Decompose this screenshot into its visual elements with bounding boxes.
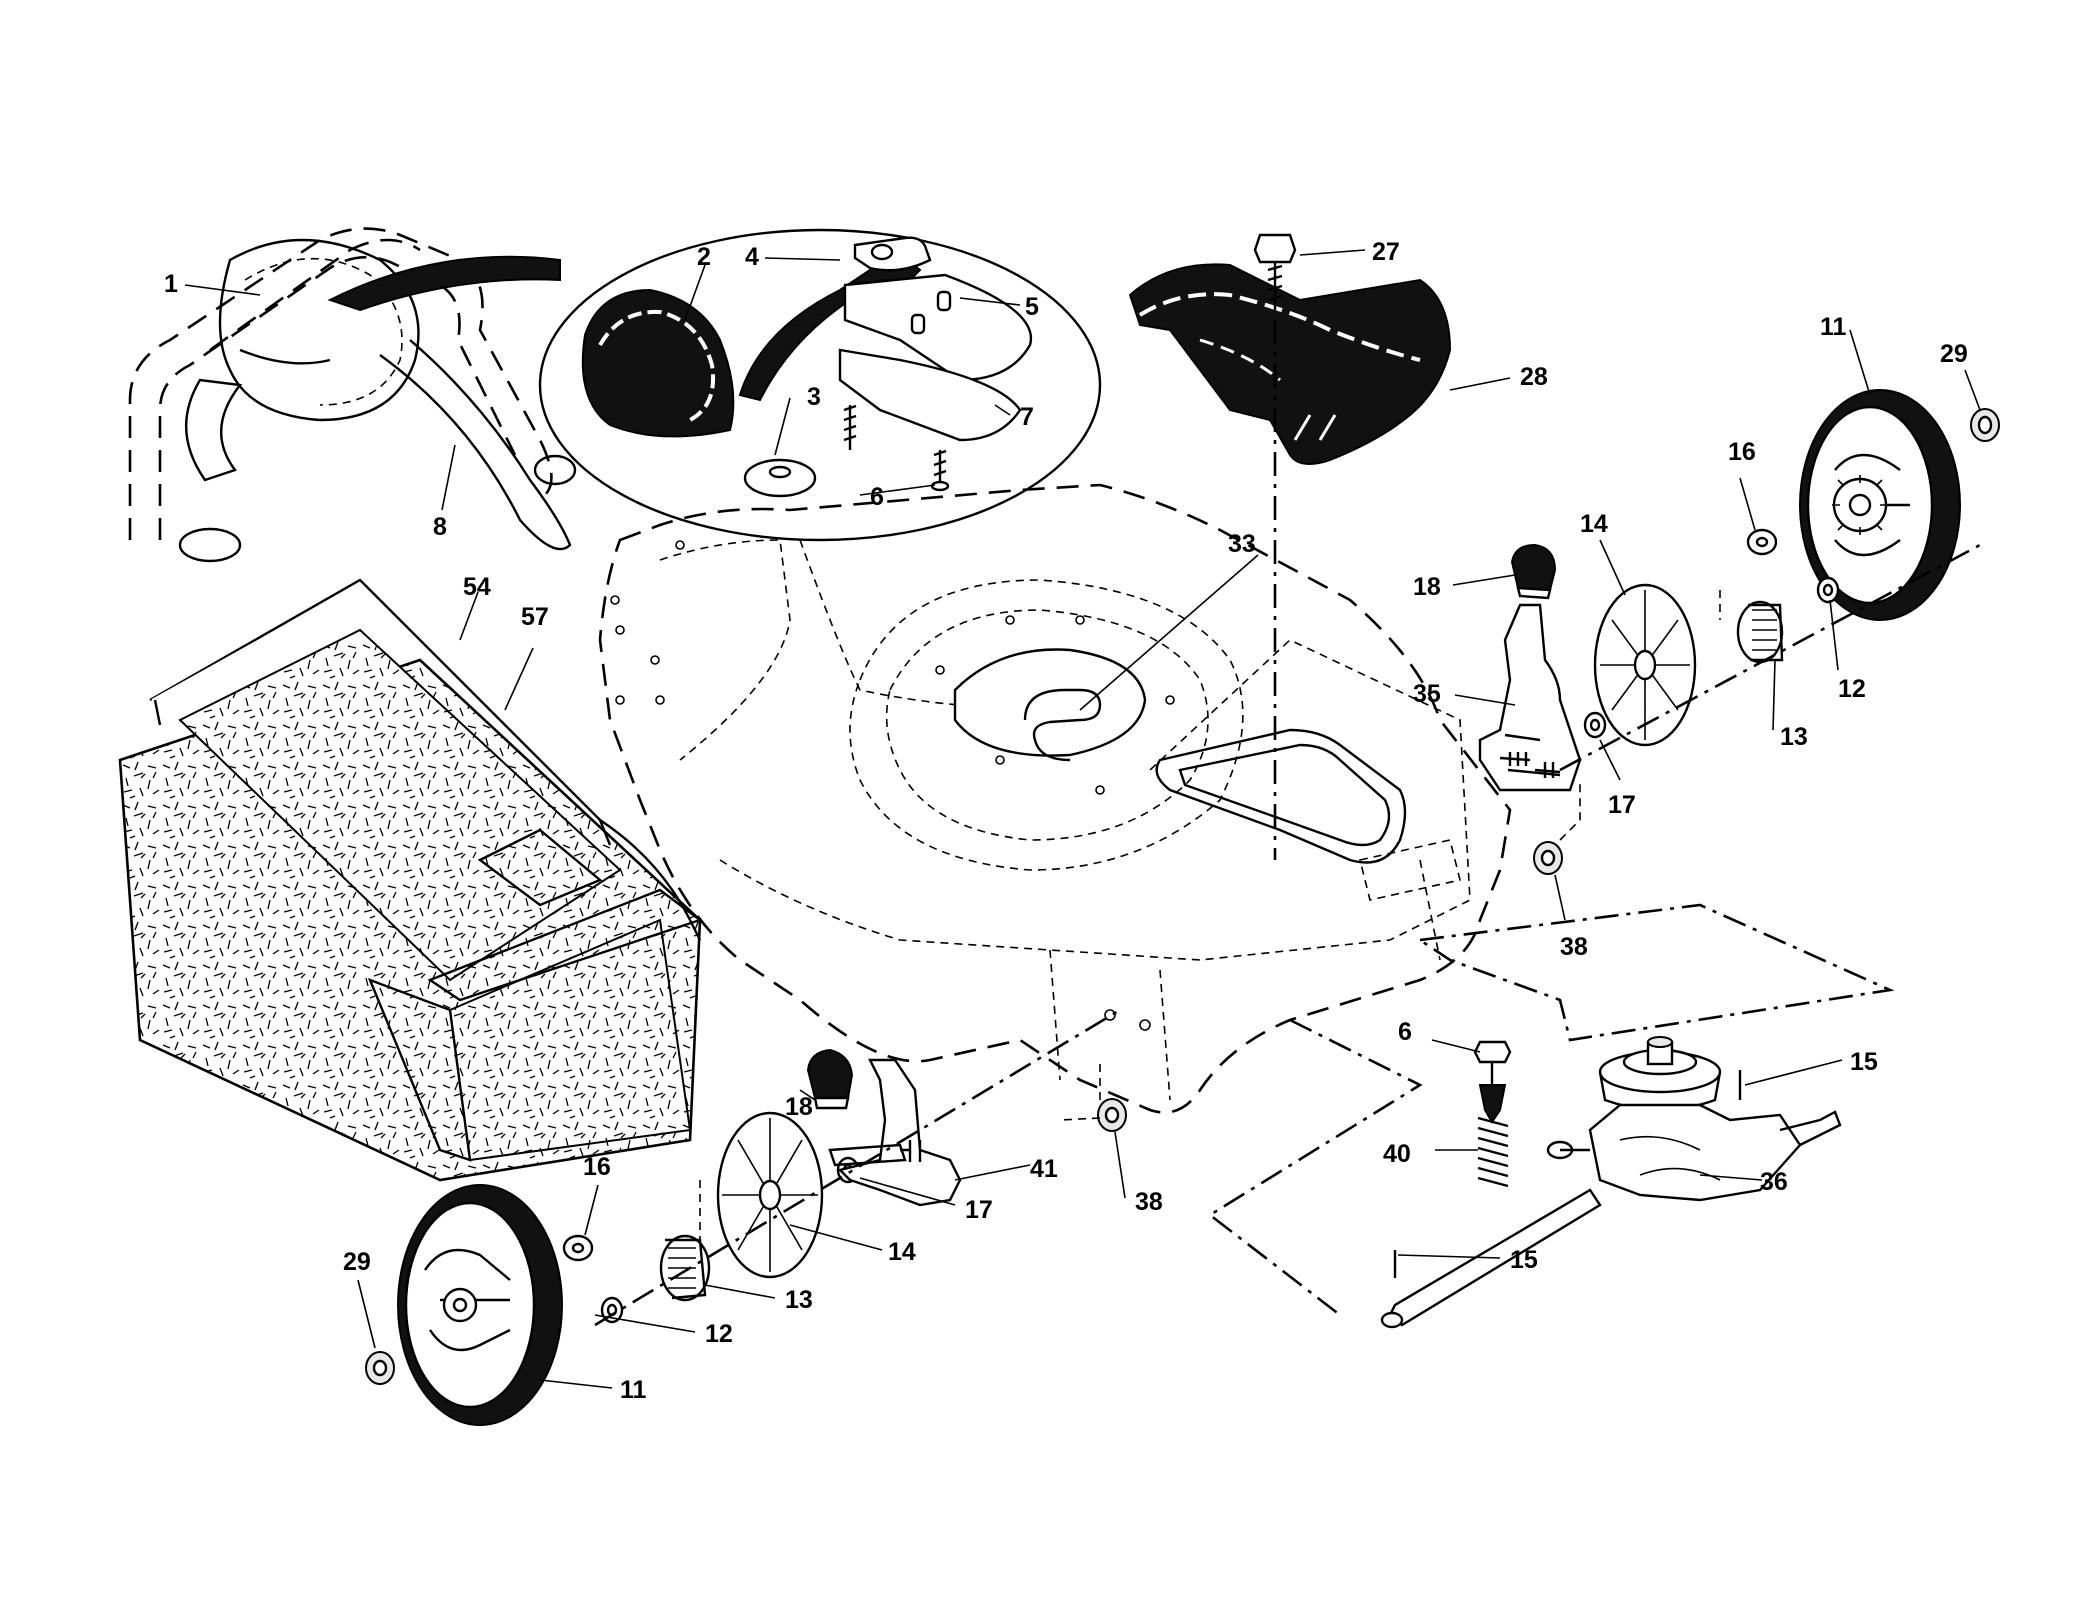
- left-wheel-parts: [365, 1048, 1127, 1385]
- callout-16-left: 16: [583, 1153, 611, 1181]
- callout-14-right: 14: [1580, 510, 1608, 538]
- callout-13-right: 13: [1780, 723, 1808, 751]
- callout-35: 35: [1413, 680, 1441, 708]
- callout-labels: 1 2 4 5 3 7 6 8 54 57 27 28 33 11 29 16 …: [164, 238, 1968, 1404]
- callout-12-right: 12: [1838, 675, 1866, 703]
- callout-27: 27: [1372, 238, 1400, 266]
- callout-15-lower: 15: [1510, 1246, 1538, 1274]
- callout-17-left: 17: [965, 1196, 993, 1224]
- callout-14-left: 14: [888, 1238, 916, 1266]
- callout-18-left: 18: [785, 1093, 813, 1121]
- callout-6-trans: 6: [1398, 1018, 1412, 1046]
- grass-bag: [118, 578, 703, 1182]
- callout-18-right: 18: [1413, 573, 1441, 601]
- transmission-assembly: [1207, 903, 1895, 1329]
- callout-11-right: 11: [1820, 313, 1847, 341]
- callout-2: 2: [697, 243, 711, 271]
- callout-3: 3: [807, 383, 821, 411]
- callout-29-left: 29: [343, 1248, 371, 1276]
- callout-17-right: 17: [1608, 791, 1636, 819]
- callout-41: 41: [1030, 1155, 1058, 1183]
- leader-lines: [184, 249, 1981, 1389]
- callout-5: 5: [1025, 293, 1039, 321]
- right-wheel-parts: [1478, 408, 2000, 875]
- callout-11-left: 11: [620, 1376, 647, 1404]
- right-rear-wheel: [1799, 389, 1961, 621]
- callout-8: 8: [433, 513, 447, 541]
- callout-13-left: 13: [785, 1286, 813, 1314]
- callout-7: 7: [1020, 403, 1034, 431]
- handle-assembly: [128, 227, 577, 563]
- callout-57: 57: [521, 603, 549, 631]
- callout-15-upper: 15: [1850, 1048, 1878, 1076]
- mower-deck: [598, 483, 1512, 1114]
- callout-12-left: 12: [705, 1320, 733, 1348]
- callout-33: 33: [1228, 530, 1256, 558]
- callout-40: 40: [1383, 1140, 1411, 1168]
- callout-4: 4: [745, 243, 759, 271]
- axle-lines: [594, 543, 1981, 1327]
- callout-54: 54: [463, 573, 491, 601]
- control-bar: [218, 238, 420, 422]
- callout-6-inset: 6: [870, 483, 884, 511]
- callout-29-right: 29: [1940, 340, 1968, 368]
- callout-1: 1: [164, 270, 178, 298]
- callout-38-left: 38: [1135, 1188, 1163, 1216]
- left-front-wheel: [397, 1184, 563, 1426]
- callout-16-right: 16: [1728, 438, 1756, 466]
- callout-36: 36: [1760, 1168, 1788, 1196]
- belt-cover: [1128, 233, 1452, 860]
- callout-38-right: 38: [1560, 933, 1588, 961]
- callout-28: 28: [1520, 363, 1548, 391]
